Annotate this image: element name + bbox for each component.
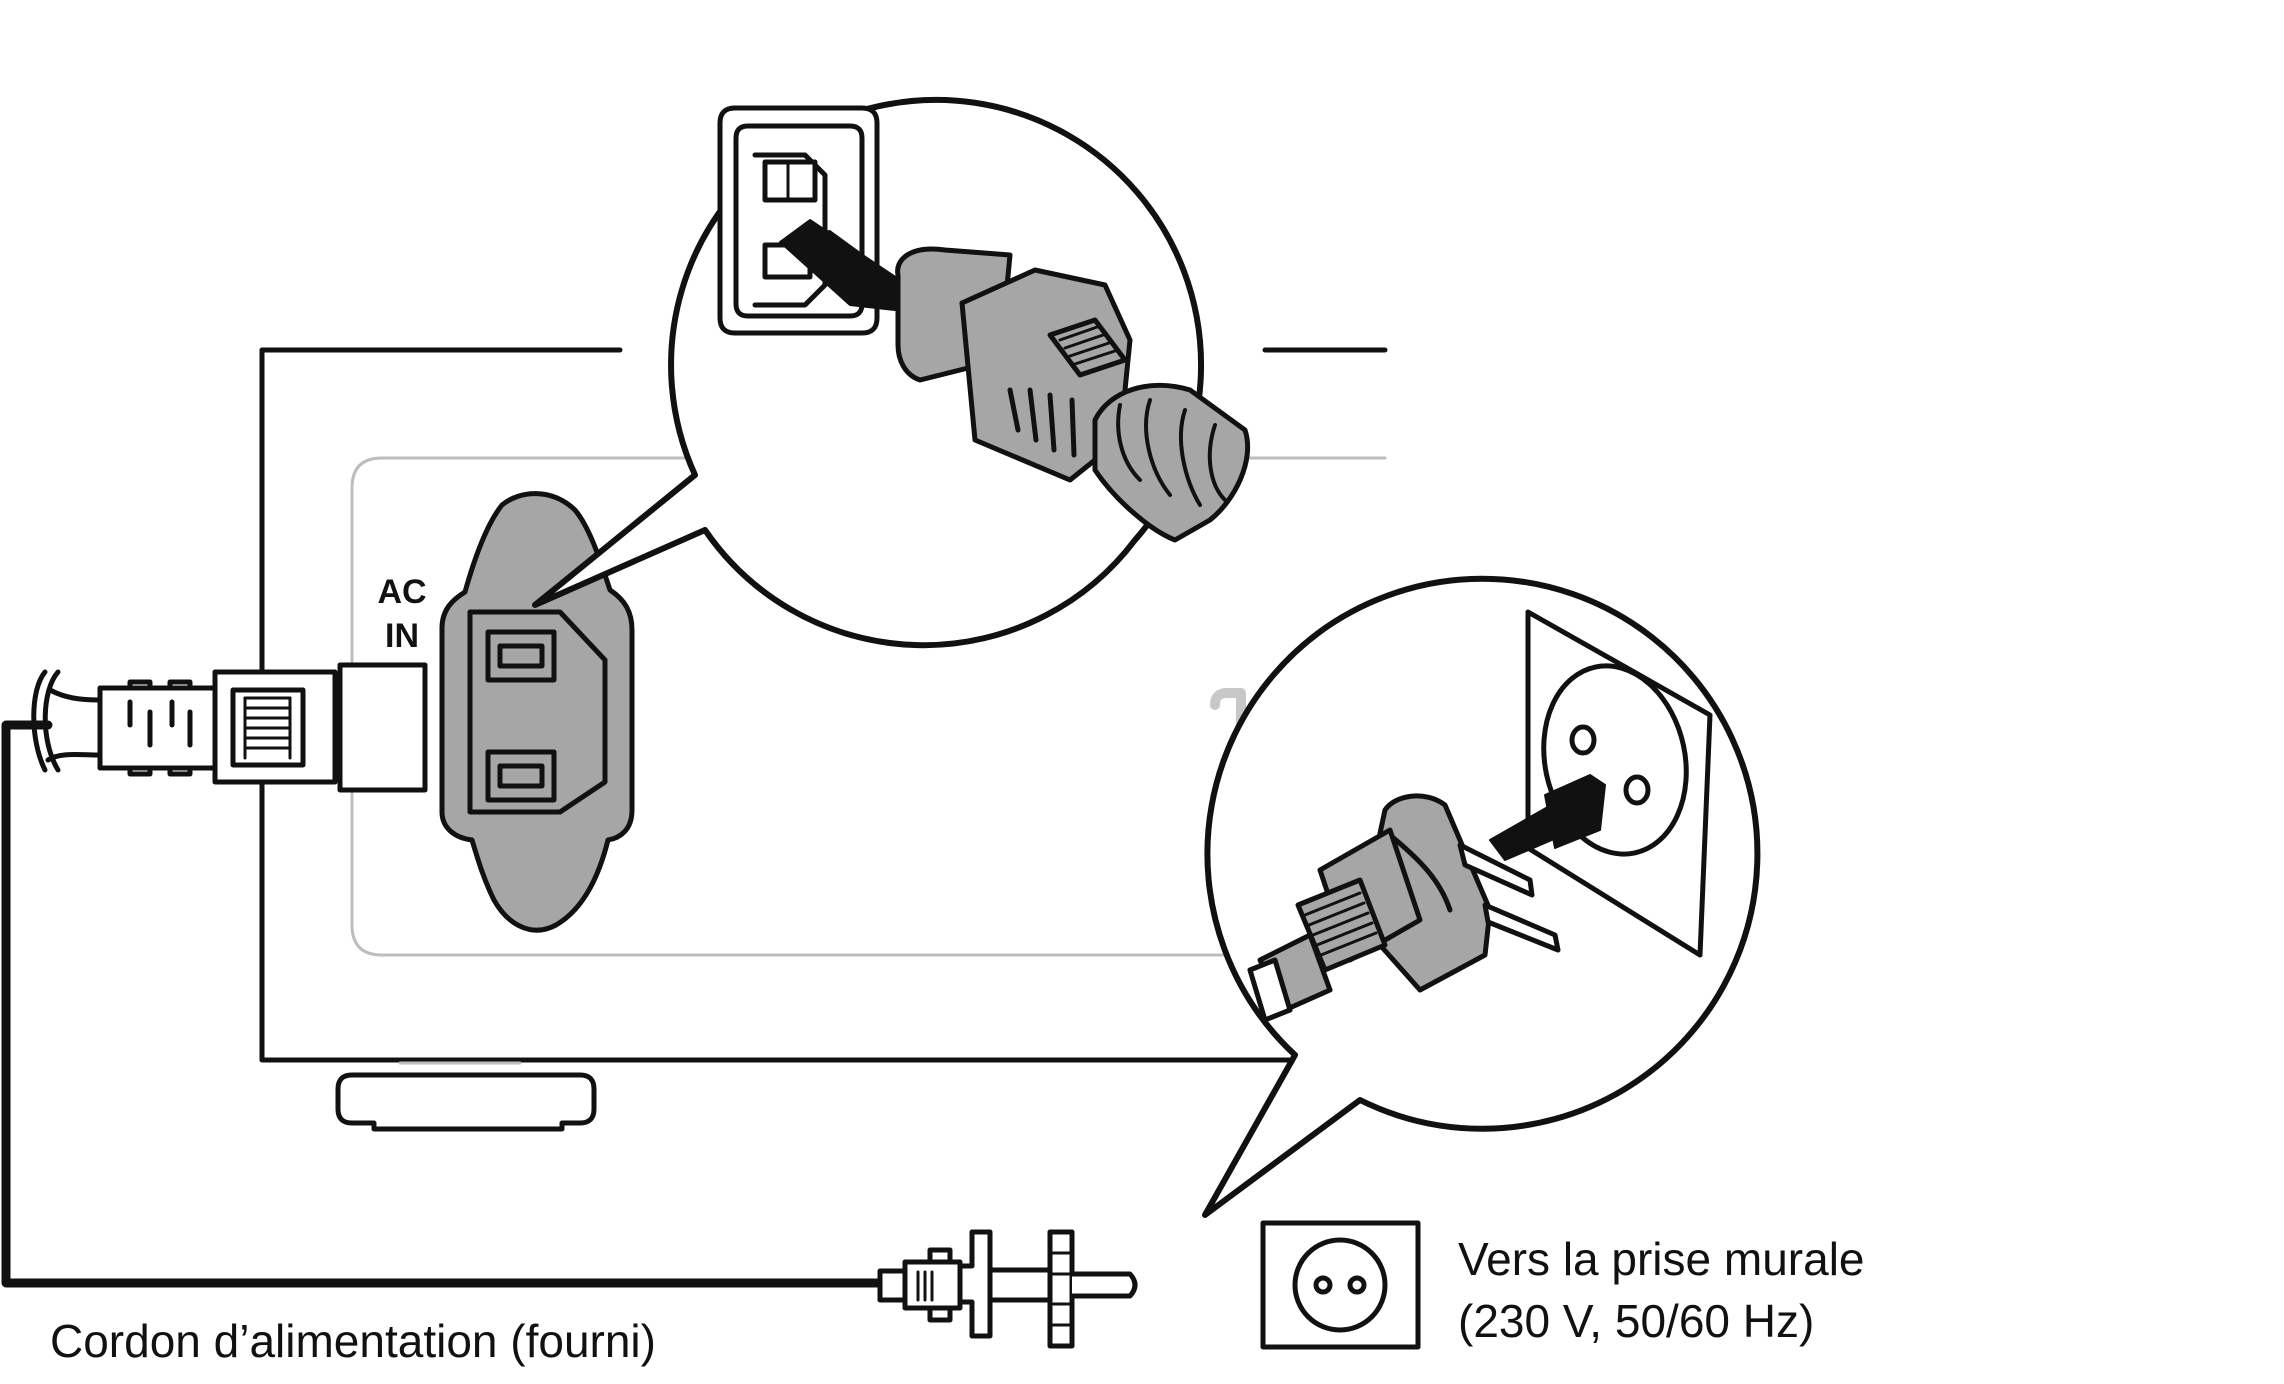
power-cord-caption: Cordon d’alimentation (fourni): [50, 1315, 656, 1367]
callout-wall-outlet-detail: [1202, 575, 1761, 1218]
callout-iec-detail: [532, 96, 1251, 649]
power-cord: [1, 720, 885, 1288]
ac-in-label-line2: IN: [385, 617, 419, 655]
ac-in-label: AC IN: [362, 570, 442, 658]
wall-outlet-caption: Vers la prise murale (230 V, 50/60 Hz): [1458, 1228, 1865, 1352]
ac-in-label-line1: AC: [377, 573, 427, 611]
wall-outlet-caption-line2: (230 V, 50/60 Hz): [1458, 1295, 1815, 1347]
wall-outlet-caption-line1: Vers la prise murale: [1458, 1233, 1865, 1285]
outlet-icon: [1260, 1220, 1421, 1350]
wall-plug-bottom: [877, 1229, 1138, 1349]
iec-plug-left: [31, 662, 428, 793]
ac-inlet: [439, 491, 635, 933]
